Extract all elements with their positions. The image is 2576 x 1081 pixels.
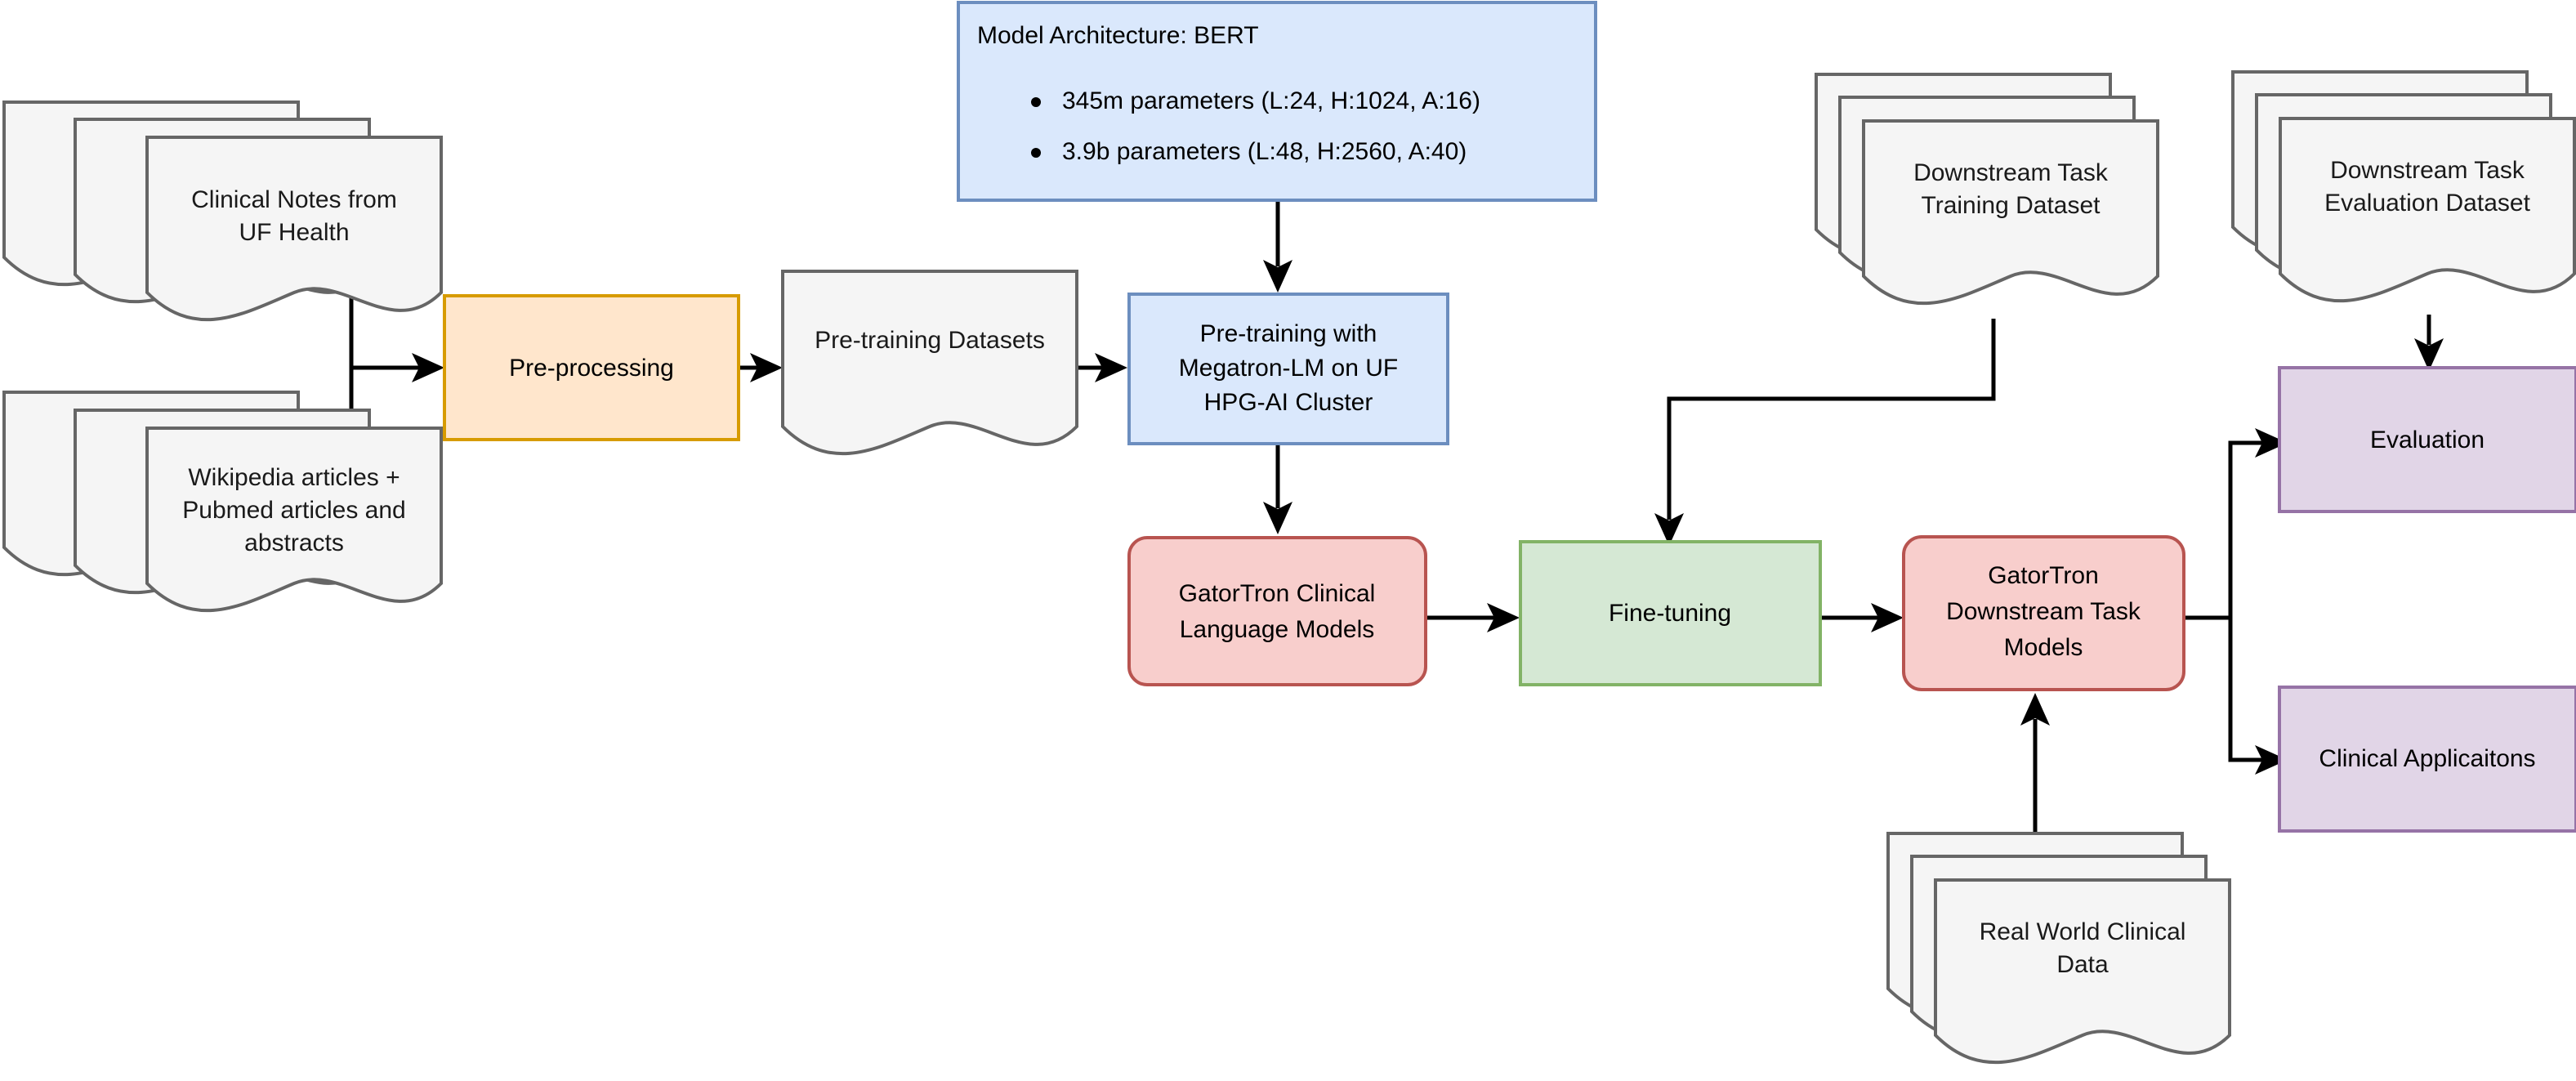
node-clinical-notes[interactable]: Clinical Notes from UF Health [2,101,443,322]
node-finetuning[interactable]: Fine-tuning [1519,540,1822,686]
node-downstream-training-dataset[interactable]: Downstream Task Training Dataset [1815,73,2159,306]
node-evaluation[interactable]: Evaluation [2278,366,2576,513]
wikipedia-pubmed-label-line3: abstracts [244,529,344,556]
downstream-eval-dataset-label-line2: Evaluation Dataset [2324,190,2530,217]
node-downstream-eval-dataset[interactable]: Downstream Task Evaluation Dataset [2231,70,2576,303]
preprocessing-label: Pre-processing [509,355,674,382]
gatortron-clm-label-line1: GatorTron Clinical [1179,580,1376,607]
bullet-dot-icon [1031,148,1041,158]
edge-pretraining-datasets-to-pretraining [1077,353,1127,382]
node-preprocessing[interactable]: Pre-processing [443,294,740,441]
node-clinical-applications[interactable]: Clinical Applicaitons [2278,686,2576,833]
real-world-data-label-line2: Data [2056,951,2109,978]
gatortron-downstream-label-line3: Models [2004,634,2083,661]
node-pretraining[interactable]: Pre-training with Megatron-LM on UF HPG-… [1127,293,1449,445]
downstream-training-dataset-label-line1: Downstream Task [1913,159,2109,186]
node-gatortron-downstream-task-models[interactable]: GatorTron Downstream Task Models [1902,535,2185,691]
gatortron-downstream-label-line1: GatorTron [1988,562,2099,589]
evaluation-label: Evaluation [2370,427,2484,453]
wikipedia-pubmed-label-line1: Wikipedia articles + [188,464,400,491]
wikipedia-pubmed-label-line2: Pubmed articles and [182,497,406,524]
gatortron-clm-label-line2: Language Models [1180,616,1375,643]
model-architecture-title: Model Architecture: BERT [977,22,1259,49]
node-pretraining-datasets[interactable]: Pre-training Datasets [781,270,1078,456]
edge-training-dataset-to-finetuning [1654,319,1996,546]
downstream-training-dataset-label-line2: Training Dataset [1922,192,2101,219]
clinical-notes-label-line1: Clinical Notes from [191,186,397,213]
pretraining-label-line2: Megatron-LM on UF [1179,355,1398,382]
gatortron-downstream-label-line2: Downstream Task [1946,598,2141,625]
edge-gatortron-downstream-branch [2184,428,2288,775]
edge-real-world-data-to-gatortron-downstream [2020,693,2050,833]
node-model-architecture[interactable]: Model Architecture: BERT 345m parameters… [957,1,1597,202]
downstream-eval-dataset-label-line1: Downstream Task [2330,157,2525,184]
pretraining-label-line1: Pre-training with [1200,320,1377,347]
edge-model-architecture-to-pretraining [1263,200,1292,293]
clinical-applications-label: Clinical Applicaitons [2319,745,2535,772]
edge-preprocessing-to-pretraining-datasets [738,353,783,382]
real-world-data-label-line1: Real World Clinical [1980,918,2186,945]
model-architecture-bullet-1: 3.9b parameters (L:48, H:2560, A:40) [1062,138,1467,165]
clinical-notes-label-line2: UF Health [239,219,349,246]
node-wikipedia-pubmed[interactable]: Wikipedia articles + Pubmed articles and… [2,391,443,613]
bullet-dot-icon [1031,97,1041,107]
edge-pretraining-to-gatortron-clm [1263,444,1292,534]
model-architecture-bullet-0: 345m parameters (L:24, H:1024, A:16) [1062,87,1480,114]
finetuning-label: Fine-tuning [1609,600,1731,627]
pretraining-label-line3: HPG-AI Cluster [1204,389,1373,416]
node-real-world-clinical-data[interactable]: Real World Clinical Data [1886,832,2231,1065]
edge-finetuning-to-gatortron-downstream [1820,603,1904,632]
edge-gatortron-clm-to-finetuning [1426,603,1520,632]
edge-bus-to-preprocessing [351,353,444,382]
edge-eval-dataset-to-evaluation [2414,315,2444,371]
pretraining-datasets-label: Pre-training Datasets [815,327,1045,354]
node-gatortron-clinical-language-models[interactable]: GatorTron Clinical Language Models [1127,536,1427,686]
